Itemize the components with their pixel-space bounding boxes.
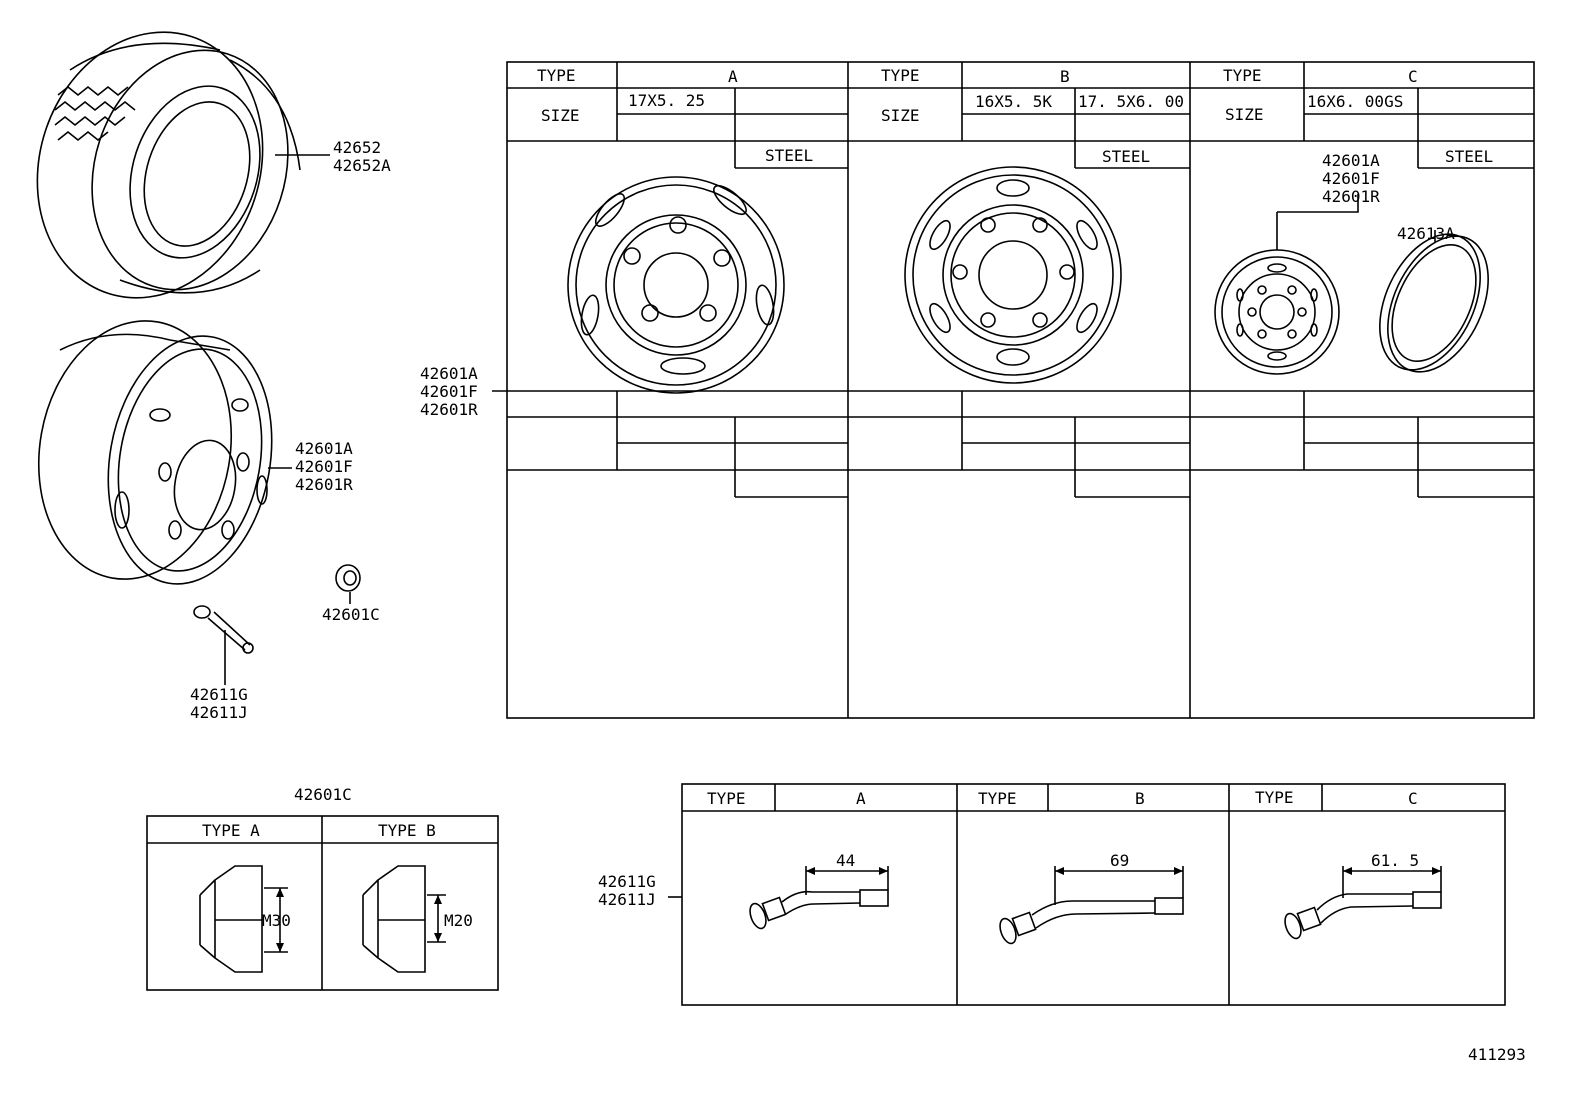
nut-type-a-drawing bbox=[199, 865, 288, 973]
valve-type-c-drawing bbox=[1284, 866, 1442, 940]
tire-drawing bbox=[36, 31, 330, 299]
wheel-table-side-label: 42601A bbox=[420, 364, 478, 383]
wheel-table-side-label: 42601R bbox=[420, 400, 478, 419]
nut-type-header: TYPE B bbox=[378, 821, 436, 840]
material-value: STEEL bbox=[765, 146, 813, 165]
wheel-type-c-drawing bbox=[1214, 194, 1359, 375]
size-value: 17X5. 25 bbox=[628, 91, 705, 110]
valve-type-b-drawing bbox=[999, 866, 1184, 945]
wheel-type-a-drawing bbox=[567, 176, 785, 394]
wheel-part-label: 42601A bbox=[295, 439, 353, 458]
tire-part-label: 42652 bbox=[333, 138, 381, 157]
wheel-type-b-drawing bbox=[904, 166, 1122, 384]
ring-drawing bbox=[1379, 230, 1489, 373]
type-header: TYPE bbox=[1223, 66, 1262, 85]
size-value: 16X6. 00GS bbox=[1307, 92, 1403, 111]
valve-length-label: 44 bbox=[836, 851, 855, 870]
valve-type-a-drawing bbox=[749, 866, 889, 930]
nut-part-label: 42601C bbox=[322, 605, 380, 624]
diagram-id: 411293 bbox=[1468, 1045, 1526, 1064]
type-value: B bbox=[1060, 67, 1070, 86]
tire-part-label: 42652A bbox=[333, 156, 391, 175]
valve-type-value: C bbox=[1408, 789, 1418, 808]
wheel-table-grid bbox=[492, 61, 1535, 719]
valve-type-value: A bbox=[856, 789, 866, 808]
valve-drawing bbox=[193, 605, 254, 685]
thread-label: M30 bbox=[262, 911, 291, 930]
valve-table-side-label: 42611J bbox=[598, 890, 656, 909]
nut-type-header: TYPE A bbox=[202, 821, 260, 840]
type-header: TYPE bbox=[881, 66, 920, 85]
valve-table-side-label: 42611G bbox=[598, 872, 656, 891]
size-header: SIZE bbox=[541, 106, 580, 125]
nut-table-title: 42601C bbox=[294, 785, 352, 804]
valve-type-header: TYPE bbox=[1255, 788, 1294, 807]
wheel-part-label: 42601R bbox=[295, 475, 353, 494]
wheel-table-side-label: 42601F bbox=[420, 382, 478, 401]
material-value: STEEL bbox=[1445, 147, 1493, 166]
thread-label: M20 bbox=[444, 911, 473, 930]
nut-table-grid bbox=[146, 815, 499, 991]
nut-type-b-drawing bbox=[362, 865, 446, 973]
type-value: A bbox=[728, 67, 738, 86]
valve-table-grid bbox=[668, 783, 1506, 1006]
size-header: SIZE bbox=[881, 106, 920, 125]
wheel-part-label: 42601F bbox=[295, 457, 353, 476]
type-header: TYPE bbox=[537, 66, 576, 85]
size-value: 16X5. 5K bbox=[975, 92, 1052, 111]
wheel-c-part-label: 42601F bbox=[1322, 169, 1380, 188]
valve-type-header: TYPE bbox=[978, 789, 1017, 808]
valve-type-header: TYPE bbox=[707, 789, 746, 808]
wheel-drawing bbox=[37, 320, 292, 585]
type-value: C bbox=[1408, 67, 1418, 86]
valve-type-value: B bbox=[1135, 789, 1145, 808]
ring-part-label: 42613A bbox=[1397, 224, 1455, 243]
valve-part-label: 42611G bbox=[190, 685, 248, 704]
valve-length-label: 69 bbox=[1110, 851, 1129, 870]
wheel-c-part-label: 42601R bbox=[1322, 187, 1380, 206]
size-value: 17. 5X6. 00 bbox=[1078, 92, 1184, 111]
nut-drawing bbox=[335, 564, 361, 604]
valve-length-label: 61. 5 bbox=[1371, 851, 1419, 870]
material-value: STEEL bbox=[1102, 147, 1150, 166]
size-header: SIZE bbox=[1225, 105, 1264, 124]
wheel-c-part-label: 42601A bbox=[1322, 151, 1380, 170]
valve-part-label: 42611J bbox=[190, 703, 248, 722]
